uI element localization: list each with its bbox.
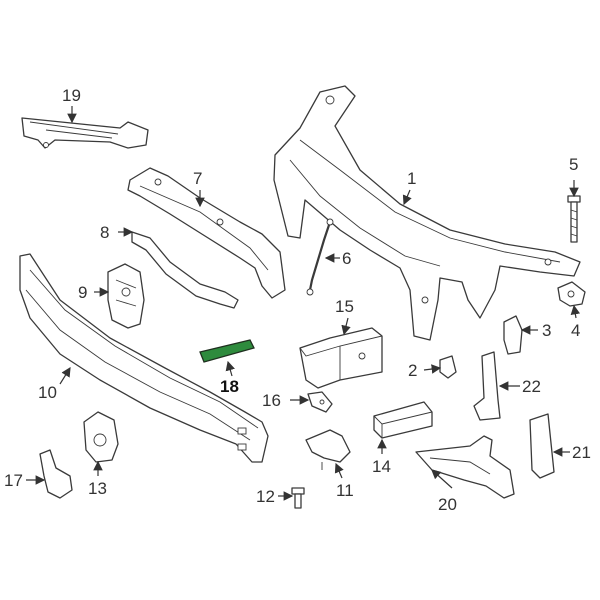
label-10: 10 <box>38 383 57 402</box>
label-2: 2 <box>408 361 417 380</box>
label-17: 17 <box>4 471 23 490</box>
label-16: 16 <box>262 391 281 410</box>
part-4-bracket[interactable] <box>557 281 586 307</box>
part-12-bolt[interactable] <box>291 487 305 509</box>
label-13: 13 <box>88 479 107 498</box>
part-11-bracket[interactable] <box>305 429 351 470</box>
label-21: 21 <box>572 443 591 462</box>
part-19-bracket[interactable] <box>21 117 149 149</box>
part-2-clip[interactable] <box>439 355 457 379</box>
part-17-bracket[interactable] <box>39 449 73 499</box>
part-9-mount[interactable] <box>107 263 145 329</box>
label-9: 9 <box>78 283 87 302</box>
part-13-mount[interactable] <box>83 411 119 463</box>
label-22: 22 <box>522 377 541 396</box>
part-3-bracket[interactable] <box>503 315 523 355</box>
label-5: 5 <box>569 155 578 174</box>
callouts: 19 7 8 9 10 1 5 6 4 3 15 18 2 22 16 14 2 <box>4 86 591 514</box>
label-20: 20 <box>438 495 457 514</box>
part-15-box[interactable] <box>299 327 383 389</box>
label-18: 18 <box>220 377 239 396</box>
part-8-bar[interactable] <box>131 231 239 309</box>
label-15: 15 <box>335 297 354 316</box>
label-4: 4 <box>571 321 580 340</box>
label-7: 7 <box>193 169 202 188</box>
part-20-bracket[interactable] <box>415 435 515 499</box>
part-22-bracket[interactable] <box>473 351 501 421</box>
part-21-bracket[interactable] <box>529 413 555 479</box>
label-19: 19 <box>62 86 81 105</box>
part-16-plate[interactable] <box>307 391 333 413</box>
label-11: 11 <box>336 481 354 500</box>
part-5-bolt[interactable] <box>567 195 581 243</box>
label-1: 1 <box>407 169 416 188</box>
part-10-bumper-beam[interactable] <box>19 253 269 463</box>
label-12: 12 <box>256 487 275 506</box>
label-14: 14 <box>372 457 391 476</box>
part-14-block[interactable] <box>373 401 433 439</box>
part-18-highlighted[interactable] <box>199 339 255 363</box>
part-6-cable[interactable] <box>306 218 334 296</box>
part-7-reinforcement[interactable] <box>127 167 286 299</box>
label-6: 6 <box>342 249 351 268</box>
label-8: 8 <box>100 223 109 242</box>
part-1-front-carrier[interactable] <box>273 85 581 341</box>
label-3: 3 <box>542 321 551 340</box>
